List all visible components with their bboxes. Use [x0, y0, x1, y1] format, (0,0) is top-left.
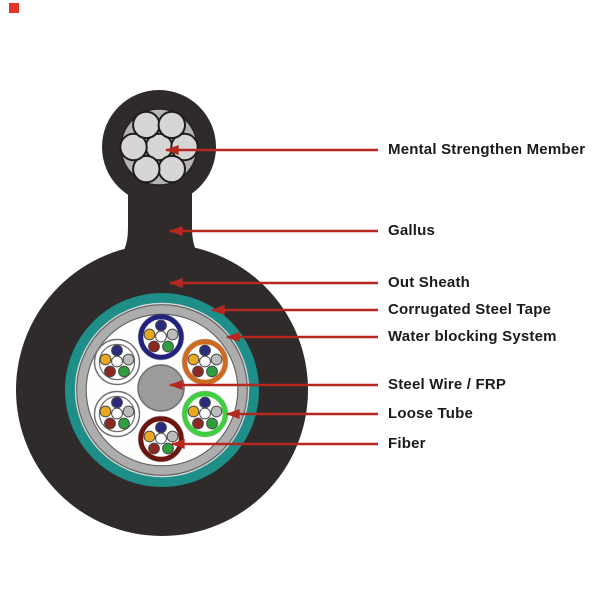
- label-corrugated-steel-tape: Corrugated Steel Tape: [388, 301, 552, 318]
- fiber: [155, 319, 167, 332]
- label-steel-wire-frp: Steel Wire / FRP: [388, 376, 507, 393]
- fiber: [99, 353, 112, 366]
- loose-tube-green: [181, 390, 229, 438]
- loose-tube-white-2: [93, 338, 141, 386]
- fiber: [155, 421, 167, 434]
- fiber: [199, 355, 211, 368]
- fiber: [210, 405, 223, 418]
- label-mental-strengthen-member: Mental Strengthen Member: [388, 141, 586, 158]
- ring-separator: [74, 302, 250, 478]
- fiber: [199, 344, 211, 357]
- fiber: [111, 396, 123, 409]
- pointer-arrows: [164, 145, 378, 449]
- steel-wire: [132, 154, 161, 184]
- steel-wire-center: [137, 364, 185, 412]
- water-blocking-ring: [77, 305, 247, 475]
- corner-marker: [9, 3, 19, 13]
- fiber: [192, 365, 204, 378]
- label-gallus: Gallus: [388, 222, 436, 239]
- tube-ring-outline: [137, 313, 185, 361]
- fiber: [148, 442, 160, 455]
- steel-wire: [132, 110, 161, 140]
- fiber: [155, 330, 167, 343]
- label-out-sheath: Out Sheath: [388, 274, 471, 291]
- fiber: [111, 344, 123, 357]
- label-fiber: Fiber: [388, 435, 426, 452]
- loose-tube-blue: [137, 313, 185, 361]
- fiber: [104, 417, 116, 430]
- corrugated-tape-ring: [65, 293, 259, 487]
- fiber: [199, 396, 211, 409]
- tube-ring-inner: [98, 343, 136, 381]
- fiber: [118, 417, 130, 430]
- steel-wire: [119, 132, 148, 162]
- fiber: [104, 365, 116, 378]
- fiber: [166, 328, 179, 341]
- fiber: [192, 417, 204, 430]
- water-blocking-ring-inner-edge: [85, 313, 239, 467]
- fiber: [187, 353, 200, 366]
- loose-tubes: [93, 313, 229, 463]
- fiber: [111, 407, 123, 420]
- fiber: [210, 353, 223, 366]
- fiber: [162, 340, 174, 353]
- fiber: [155, 432, 167, 445]
- fiber: [148, 340, 160, 353]
- label-loose-tube: Loose Tube: [388, 405, 474, 422]
- loose-tube-dark-red: [137, 415, 185, 463]
- tube-ring-outline: [137, 415, 185, 463]
- fiber: [166, 430, 179, 443]
- fiber: [111, 355, 123, 368]
- tube-ring-inner: [98, 395, 136, 433]
- steel-wire: [157, 110, 187, 140]
- fiber: [122, 353, 135, 366]
- fiber: [162, 442, 174, 455]
- loose-tube-white-1: [93, 390, 141, 438]
- water-blocking-ring-outer-edge: [76, 304, 248, 476]
- fiber: [206, 365, 218, 378]
- fiber: [99, 405, 112, 418]
- fiber: [199, 407, 211, 420]
- fiber: [187, 405, 200, 418]
- fiber: [143, 328, 156, 341]
- fiber: [143, 430, 156, 443]
- loose-tube-orange: [181, 338, 229, 386]
- label-water-blocking-system: Water blocking System: [388, 328, 557, 345]
- fiber: [206, 417, 218, 430]
- fiber: [118, 365, 130, 378]
- steel-wire: [157, 154, 187, 184]
- fiber: [122, 405, 135, 418]
